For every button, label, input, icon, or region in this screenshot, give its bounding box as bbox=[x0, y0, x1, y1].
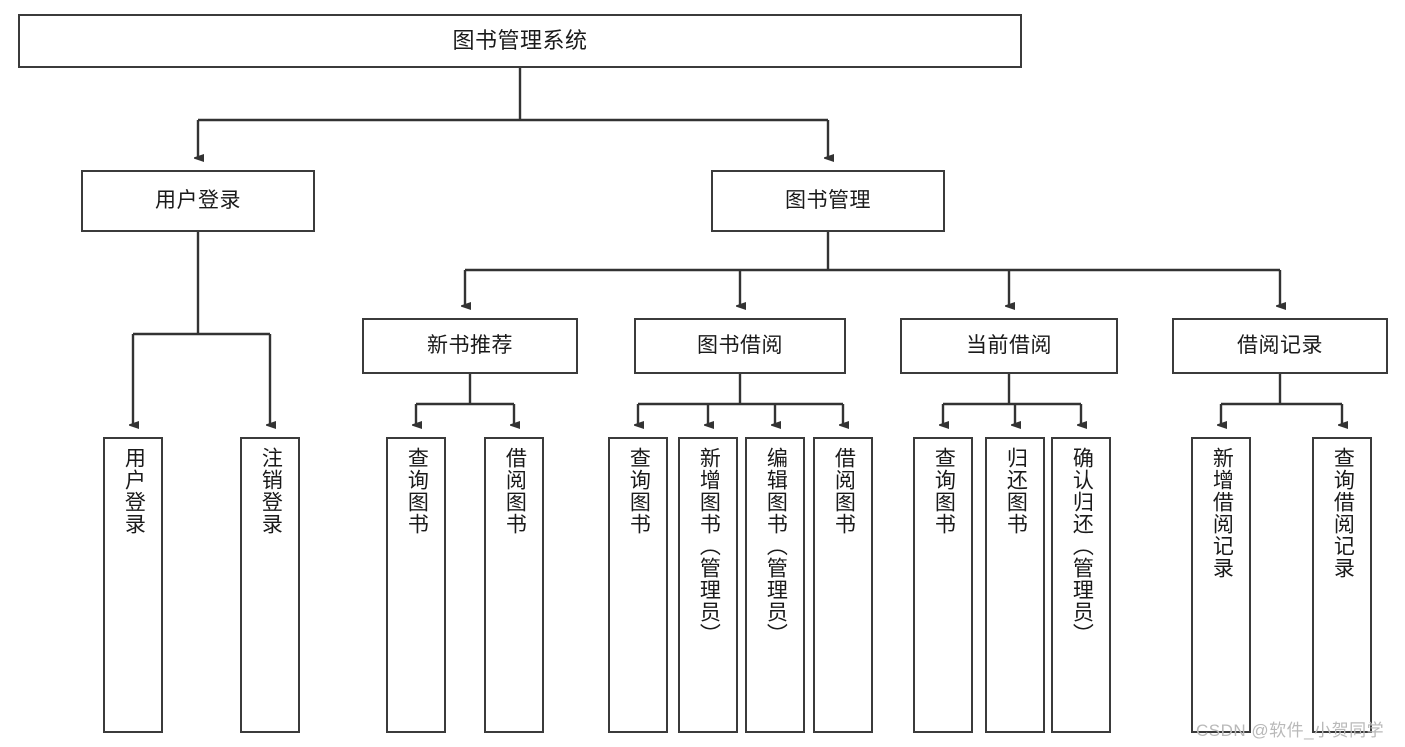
node-leaf-add-book-label: 新增图书（管理员） bbox=[697, 447, 721, 645]
node-leaf-query-borrow-record-label: 查询借阅记录 bbox=[1331, 447, 1355, 579]
node-new-book-recommend-label: 新书推荐 bbox=[427, 333, 513, 357]
node-leaf-query-book-3[interactable]: 查询图书 bbox=[913, 437, 973, 733]
node-leaf-confirm-return[interactable]: 确认归还（管理员） bbox=[1051, 437, 1111, 733]
node-borrow-record-label: 借阅记录 bbox=[1237, 333, 1323, 357]
node-leaf-add-borrow-record[interactable]: 新增借阅记录 bbox=[1191, 437, 1251, 733]
node-leaf-query-book-3-label: 查询图书 bbox=[932, 447, 956, 535]
node-book-manage-label: 图书管理 bbox=[785, 188, 871, 212]
node-user-login-label: 用户登录 bbox=[155, 188, 241, 212]
node-leaf-query-borrow-record[interactable]: 查询借阅记录 bbox=[1312, 437, 1372, 733]
node-leaf-return-book[interactable]: 归还图书 bbox=[985, 437, 1045, 733]
node-leaf-logout-login-label: 注销登录 bbox=[259, 447, 283, 535]
node-book-manage[interactable]: 图书管理 bbox=[711, 170, 945, 232]
node-leaf-edit-book-label: 编辑图书（管理员） bbox=[764, 447, 788, 645]
node-root[interactable]: 图书管理系统 bbox=[18, 14, 1022, 68]
node-borrow-record[interactable]: 借阅记录 bbox=[1172, 318, 1388, 374]
node-book-borrow[interactable]: 图书借阅 bbox=[634, 318, 846, 374]
node-leaf-borrow-book-1[interactable]: 借阅图书 bbox=[484, 437, 544, 733]
node-new-book-recommend[interactable]: 新书推荐 bbox=[362, 318, 578, 374]
node-leaf-query-book-1[interactable]: 查询图书 bbox=[386, 437, 446, 733]
node-current-borrow-label: 当前借阅 bbox=[966, 333, 1052, 357]
node-leaf-edit-book[interactable]: 编辑图书（管理员） bbox=[745, 437, 805, 733]
csdn-watermark: CSDN @软件_小贺同学 bbox=[1196, 721, 1385, 740]
node-leaf-query-book-2-label: 查询图书 bbox=[627, 447, 651, 535]
node-leaf-add-book[interactable]: 新增图书（管理员） bbox=[678, 437, 738, 733]
node-leaf-borrow-book-2[interactable]: 借阅图书 bbox=[813, 437, 873, 733]
node-user-login[interactable]: 用户登录 bbox=[81, 170, 315, 232]
node-leaf-return-book-label: 归还图书 bbox=[1004, 447, 1028, 535]
node-book-borrow-label: 图书借阅 bbox=[697, 333, 783, 357]
node-root-label: 图书管理系统 bbox=[452, 28, 588, 54]
node-leaf-logout-login[interactable]: 注销登录 bbox=[240, 437, 300, 733]
node-leaf-query-book-2[interactable]: 查询图书 bbox=[608, 437, 668, 733]
node-leaf-query-book-1-label: 查询图书 bbox=[405, 447, 429, 535]
node-leaf-borrow-book-1-label: 借阅图书 bbox=[503, 447, 527, 535]
node-leaf-confirm-return-label: 确认归还（管理员） bbox=[1070, 447, 1094, 645]
node-leaf-user-login-label: 用户登录 bbox=[122, 447, 146, 535]
node-leaf-borrow-book-2-label: 借阅图书 bbox=[832, 447, 856, 535]
node-current-borrow[interactable]: 当前借阅 bbox=[900, 318, 1118, 374]
node-leaf-add-borrow-record-label: 新增借阅记录 bbox=[1210, 447, 1234, 579]
node-leaf-user-login[interactable]: 用户登录 bbox=[103, 437, 163, 733]
